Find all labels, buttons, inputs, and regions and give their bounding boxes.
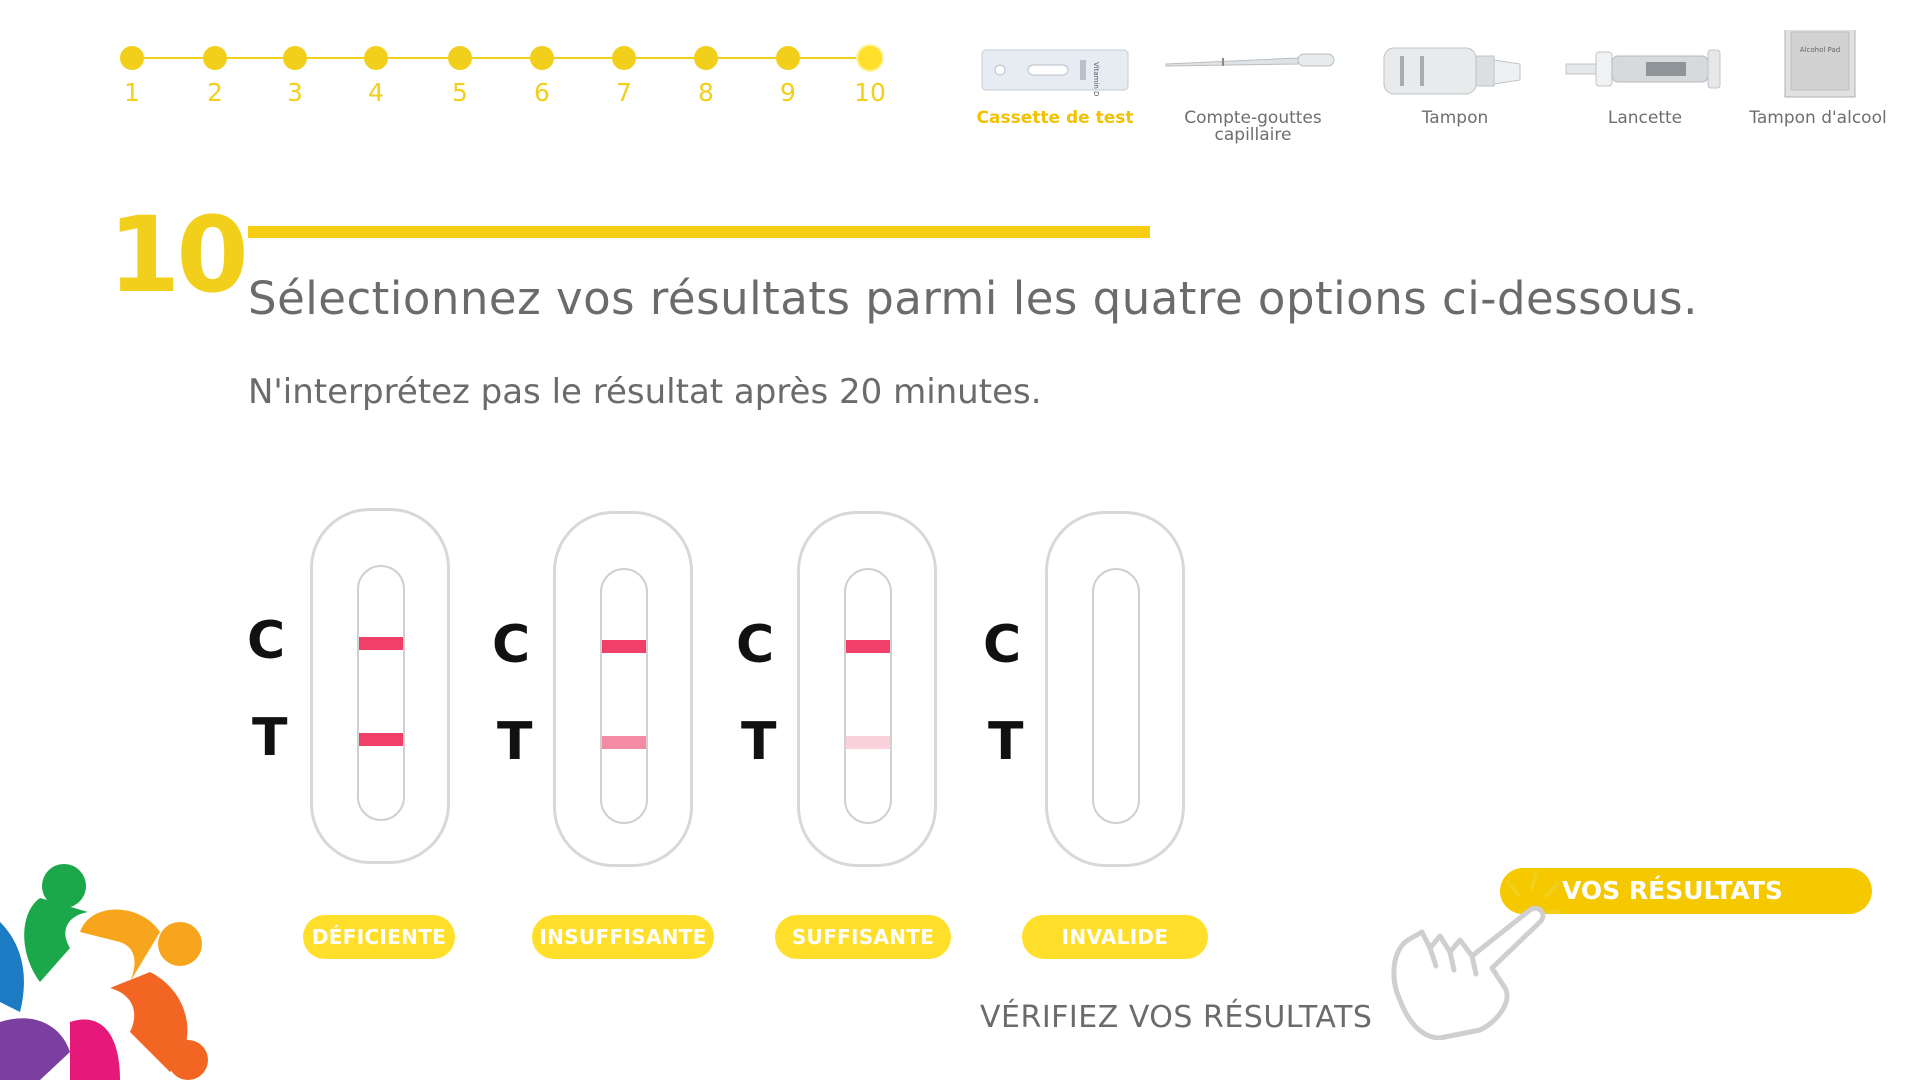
result-cassette-deficiente[interactable] bbox=[310, 508, 450, 864]
alcohol-pad-icon: Alcohol Pad bbox=[1723, 24, 1913, 110]
control-band bbox=[846, 640, 890, 653]
step-10[interactable]: 10 bbox=[854, 46, 886, 107]
page-title: Sélectionnez vos résultats parmi les qua… bbox=[248, 272, 1698, 325]
result-cassette-invalide[interactable] bbox=[1045, 511, 1185, 867]
title-accent-bar bbox=[248, 226, 1150, 238]
material-label: Tampon bbox=[1421, 108, 1489, 128]
step-2[interactable]: 2 bbox=[203, 46, 227, 107]
verify-results-label: VÉRIFIEZ VOS RÉSULTATS bbox=[980, 1000, 1373, 1035]
material-test-cassette[interactable]: Vitamin D Cassette de test bbox=[960, 30, 1150, 127]
step-label: 1 bbox=[124, 78, 140, 107]
test-line-letter: T bbox=[741, 712, 777, 772]
test-band bbox=[846, 736, 890, 749]
material-lancet[interactable]: Lancette bbox=[1550, 30, 1740, 127]
test-line-letter: T bbox=[497, 712, 533, 772]
step-1[interactable]: 1 bbox=[120, 46, 144, 107]
step-progress-line bbox=[120, 57, 870, 59]
material-label: Compte-gouttes capillaire bbox=[1184, 108, 1322, 145]
your-results-button[interactable]: VOS RÉSULTATS bbox=[1500, 868, 1872, 914]
step-progress: 1 2 3 4 5 6 7 8 9 10 bbox=[120, 46, 886, 107]
step-label: 10 bbox=[854, 78, 886, 107]
material-label: Tampon d'alcool bbox=[1749, 108, 1887, 128]
control-line-letter: C bbox=[247, 611, 286, 671]
cassette-brand-text: Vitamin D bbox=[1092, 62, 1100, 97]
pointing-hand-icon bbox=[1391, 870, 1560, 1040]
buffer-bottle-icon bbox=[1360, 30, 1550, 110]
step-4[interactable]: 4 bbox=[364, 46, 388, 107]
step-6[interactable]: 6 bbox=[530, 46, 554, 107]
result-cassette-suffisante[interactable] bbox=[797, 511, 937, 867]
material-label: Cassette de test bbox=[976, 108, 1134, 128]
step-label: 2 bbox=[207, 78, 223, 107]
materials-bar: Vitamin D Cassette de test Compte-goutte… bbox=[960, 24, 1887, 160]
result-cassette-insuffisante[interactable] bbox=[553, 511, 693, 867]
test-cassette-icon: Vitamin D bbox=[960, 30, 1150, 110]
control-band bbox=[602, 640, 646, 653]
step-label: 3 bbox=[287, 78, 303, 107]
option-deficiente-button[interactable]: DÉFICIENTE bbox=[303, 915, 455, 959]
step-label: 6 bbox=[534, 78, 550, 107]
alcohol-pad-text: Alcohol Pad bbox=[1799, 46, 1841, 54]
step-label: 4 bbox=[368, 78, 384, 107]
lancet-icon bbox=[1550, 30, 1740, 110]
capillary-dropper-icon bbox=[1158, 30, 1348, 110]
step-7[interactable]: 7 bbox=[612, 46, 636, 107]
control-line-letter: C bbox=[983, 615, 1022, 675]
step-number: 10 bbox=[108, 194, 249, 316]
material-label: Lancette bbox=[1607, 108, 1683, 128]
material-capillary-dropper[interactable]: Compte-gouttes capillaire bbox=[1158, 30, 1348, 144]
result-window bbox=[357, 565, 405, 821]
step-label: 5 bbox=[452, 78, 468, 107]
material-buffer[interactable]: Tampon bbox=[1360, 30, 1550, 127]
test-band bbox=[602, 736, 646, 749]
test-line-letter: T bbox=[252, 708, 288, 768]
page-subtitle: N'interprétez pas le résultat après 20 m… bbox=[248, 372, 1042, 412]
step-9[interactable]: 9 bbox=[776, 46, 800, 107]
test-band bbox=[359, 733, 403, 746]
control-band bbox=[359, 637, 403, 650]
brand-logo-icon bbox=[0, 864, 208, 1080]
option-suffisante-button[interactable]: SUFFISANTE bbox=[775, 915, 951, 959]
option-insuffisante-button[interactable]: INSUFFISANTE bbox=[532, 915, 714, 959]
option-invalide-button[interactable]: INVALIDE bbox=[1022, 915, 1208, 959]
step-label: 7 bbox=[616, 78, 632, 107]
result-window bbox=[844, 568, 892, 824]
result-window bbox=[600, 568, 648, 824]
material-alcohol-pad[interactable]: Alcohol Pad Tampon d'alcool bbox=[1723, 24, 1913, 128]
step-label: 8 bbox=[698, 78, 714, 107]
step-8[interactable]: 8 bbox=[694, 46, 718, 107]
step-label: 9 bbox=[780, 78, 796, 107]
control-line-letter: C bbox=[736, 615, 775, 675]
test-line-letter: T bbox=[988, 712, 1024, 772]
control-line-letter: C bbox=[492, 615, 531, 675]
result-window bbox=[1092, 568, 1140, 824]
step-3[interactable]: 3 bbox=[283, 46, 307, 107]
step-5[interactable]: 5 bbox=[448, 46, 472, 107]
